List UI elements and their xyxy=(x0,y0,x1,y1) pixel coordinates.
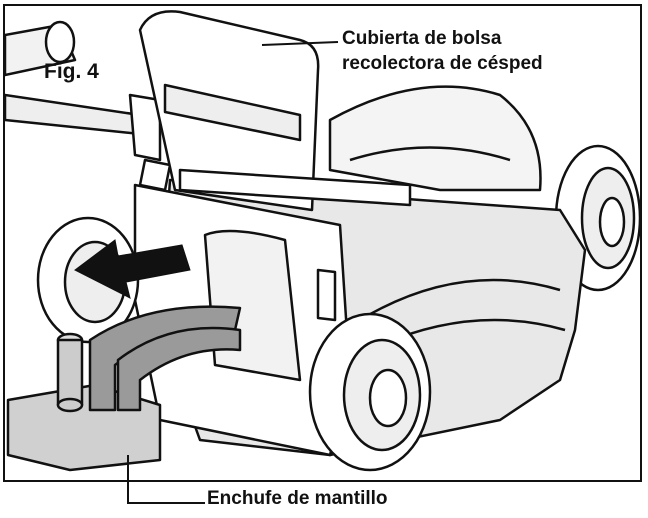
figure-number-label: Fig. 4 xyxy=(44,60,99,83)
grass-bag-cover xyxy=(138,10,412,212)
bag-cover-callout-line2: recolectora de césped xyxy=(342,53,543,74)
mulching-plug-callout: Enchufe de mantillo xyxy=(207,488,388,509)
bottom-right-wheel xyxy=(308,312,432,472)
arrow-left-icon xyxy=(74,239,191,299)
bag-cover-callout-line1: Cubierta de bolsa xyxy=(342,28,502,49)
figure-frame xyxy=(3,4,642,482)
mulching-plug xyxy=(6,305,242,472)
handle-bar xyxy=(5,20,172,192)
callout-leader-lines xyxy=(127,41,339,504)
